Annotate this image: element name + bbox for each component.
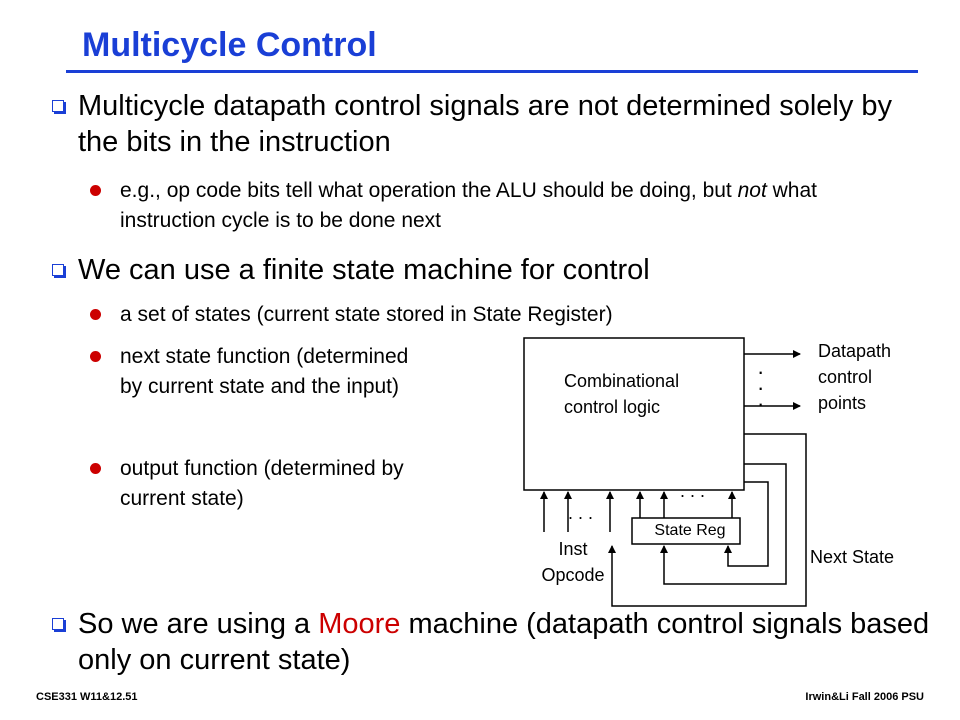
footer-right: Irwin&Li Fall 2006 PSU bbox=[805, 691, 924, 703]
next-state-label: Next State bbox=[810, 547, 895, 567]
round-bullet-icon bbox=[90, 309, 101, 320]
square-bullet-icon bbox=[52, 100, 64, 112]
vertical-ellipsis: ··· bbox=[757, 359, 765, 416]
bullet-2-sub-3: output function (determined by current s… bbox=[90, 454, 420, 514]
bullet-1-sub: e.g., op code bits tell what operation t… bbox=[90, 176, 840, 236]
footer-left: CSE331 W11&12.51 bbox=[36, 691, 138, 703]
feedback-loop-outer bbox=[608, 433, 807, 607]
state-reg-label: State Reg bbox=[654, 522, 726, 539]
datapath-label: Datapath control points bbox=[818, 341, 892, 413]
bullet-1: Multicycle datapath control signals are … bbox=[52, 88, 938, 160]
round-bullet-icon bbox=[90, 463, 101, 474]
bullet-1-sub-post: what instruction cycle is to be done nex… bbox=[120, 179, 817, 232]
square-bullet-icon bbox=[52, 618, 64, 630]
bullet-3-post: machine (datapath control signals based … bbox=[78, 608, 930, 676]
feedback-loop-middle bbox=[660, 463, 787, 585]
bullet-2-sub-2: next state function (determined by curre… bbox=[90, 342, 420, 402]
bullet-2-sub-1-text: a set of states (current state stored in… bbox=[120, 303, 613, 326]
bullet-3-pre: So we are using a bbox=[78, 608, 319, 640]
state-reg-box bbox=[631, 517, 741, 545]
bullet-2-sub-2-text: next state function (determined by curre… bbox=[120, 345, 409, 398]
opcode-ellipsis: . . . bbox=[568, 503, 594, 523]
square-bullet-icon bbox=[52, 264, 64, 276]
bullet-3: So we are using a Moore machine (datapat… bbox=[52, 606, 938, 678]
combinational-logic-box bbox=[523, 337, 745, 491]
page-title: Multicycle Control bbox=[82, 26, 377, 64]
bullet-2-text: We can use a finite state machine for co… bbox=[78, 254, 650, 286]
bullet-1-text: Multicycle datapath control signals are … bbox=[78, 90, 893, 158]
bullet-1-sub-pre: e.g., op code bits tell what operation t… bbox=[120, 179, 738, 202]
round-bullet-icon bbox=[90, 351, 101, 362]
bullet-3-moore: Moore bbox=[318, 608, 401, 640]
inst-opcode-label: Inst Opcode bbox=[541, 539, 605, 585]
feedback-loop-inner bbox=[724, 481, 769, 567]
logic-label: Combinational control logic bbox=[564, 371, 680, 417]
round-bullet-icon bbox=[90, 185, 101, 196]
state-ellipsis: . . . bbox=[680, 481, 706, 501]
title-underline bbox=[66, 70, 918, 73]
bullet-2: We can use a finite state machine for co… bbox=[52, 252, 938, 288]
bullet-2-sub-1: a set of states (current state stored in… bbox=[90, 300, 840, 330]
bullet-1-sub-emphasis: not bbox=[737, 179, 767, 202]
bullet-2-sub-3-text: output function (determined by current s… bbox=[120, 457, 404, 510]
